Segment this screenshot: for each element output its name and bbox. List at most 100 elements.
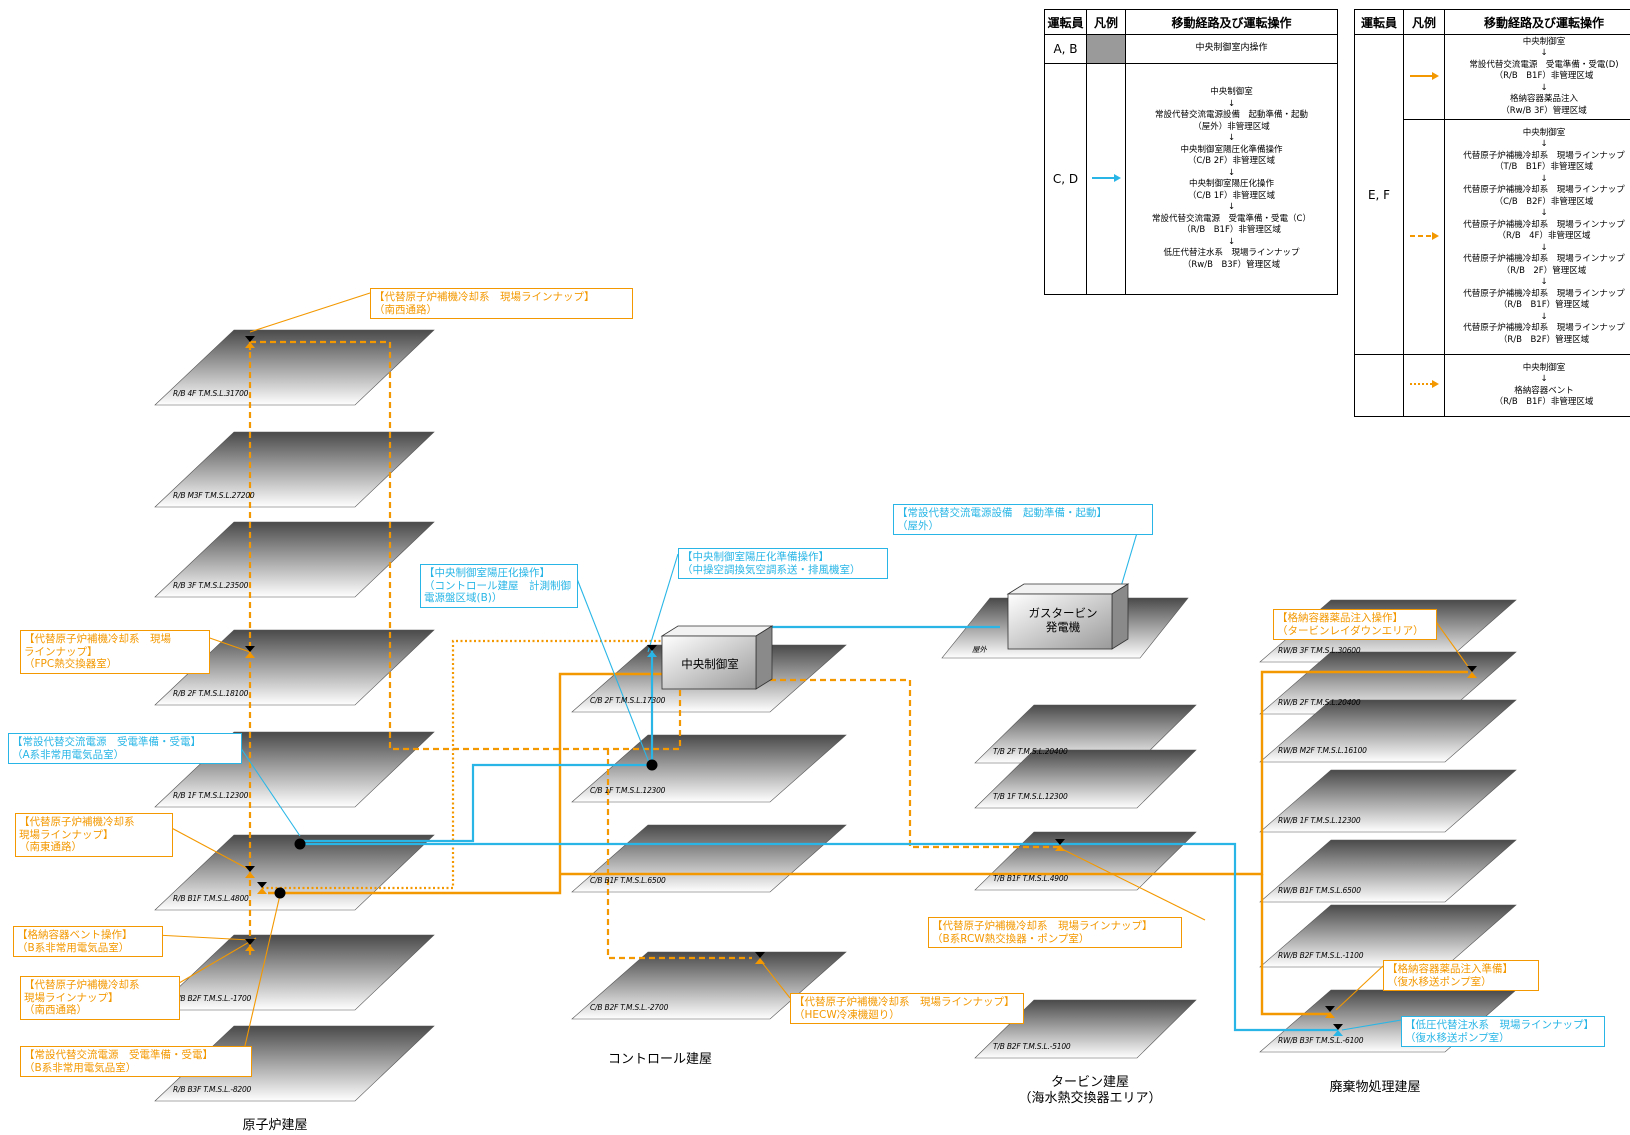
gas-turbine-label: ガスタービン 発電機 [1028,606,1098,634]
legend-arrow-blue-solid [1086,63,1126,295]
control-floor-2-label: C/B B1F T.M.S.L.6500 [590,876,666,885]
control-floor-2 [571,824,847,893]
route-ef2-tb [700,678,1060,849]
op-marker-rwb3f-2 [1333,1024,1343,1036]
reactor-floor-6 [154,934,435,1011]
route-ef1-waste-down [1260,874,1330,1016]
op-marker-cbb2f [755,952,765,964]
leader-c1 [249,292,371,333]
operator-ab: A, B [1044,34,1087,64]
callout-vent-b-electrical: 【格納容器ベント操作】 （B系非常用電気品室） [13,926,163,957]
waste-floor-5-label: RW/B B2F T.M.S.L.-1100 [1278,951,1364,960]
reactor-floor-4-label: R/B 1F T.M.S.L.12300 [173,791,249,800]
route-ef1-waste-up [560,670,1468,876]
callout-pressurization-prep: 【中央制御室陽圧化準備操作】 （中操空調換気空調系送・排風機室） [678,548,888,579]
reactor-floor-3-label: R/B 2F T.M.S.L.18100 [173,689,249,698]
op-marker-rb4f [245,336,255,348]
reactor-floor-6-label: R/B B2F T.M.S.L.-1700 [173,994,252,1003]
legend-arrow-orange-solid [1403,34,1445,120]
control-floor-3 [571,951,847,1020]
callout-rbb2f-southwest: 【代替原子炉補機冷却系 現場ラインナップ】 （南西通路） [20,976,180,1020]
callout-a-electrical: 【常設代替交流電源 受電準備・受電】 （A系非常用電気品室） [8,733,242,764]
reactor-floor-2-label: R/B 3F T.M.S.L.23500 [173,581,249,590]
waste-floor-3 [1259,769,1517,833]
leader-c8 [571,565,651,766]
legend-table-left: 運転員 凡例 移動経路及び運転操作 A, B 中央制御室内操作 C, D 中央制… [1044,9,1338,295]
outdoor-label: 屋外 [972,645,987,654]
callout-rb2f-fpc: 【代替原子炉補機冷却系 現場 ラインナップ】 （FPC熱交換器室） [20,630,210,674]
reactor-floor-1-label: R/B M3F T.M.S.L.27200 [173,491,255,500]
callout-hecw: 【代替原子炉補機冷却系 現場ラインナップ】 （HECW冷凍機廻り） [790,993,1024,1024]
control-room-box [660,625,774,690]
leader-c11 [1059,847,1206,921]
gas-turbine-box [1006,583,1130,650]
reactor-floor-5 [154,834,435,911]
callout-rb4f-southwest: 【代替原子炉補機冷却系 現場ラインナップ】 （南西通路） [370,288,633,319]
legend-swatch-gray [1086,34,1126,64]
building-reactor: 原子炉建屋 [242,1118,308,1133]
op-dot-rbb1f-a [294,838,306,850]
turbine-floor-1 [974,749,1197,809]
callout-pressurization: 【中央制御室陽圧化操作】 （コントロール建屋 計測制御 電源盤区域(B)） [420,564,578,608]
legend-table-right: 運転員 凡例 移動経路及び運転操作 E, F 中央制御室 ↓ 常設代替交流電源 … [1354,9,1630,417]
op-marker-rbb2f [245,939,255,951]
legend-arrow-orange-dotted [1403,354,1445,417]
leader-c4 [165,824,251,871]
waste-floor-2-label: RW/B M2F T.M.S.L.16100 [1278,746,1367,755]
reactor-floor-0 [154,329,435,406]
control-floor-1 [571,734,847,803]
turbine-floor-0-label: T/B 2F T.M.S.L.20400 [993,747,1068,756]
route-ef2-cb [606,749,752,960]
building-turbine: タービン建屋 （海水熱交換器エリア） [1018,1075,1162,1106]
control-floor-3-label: C/B B2F T.M.S.L.-2700 [590,1003,669,1012]
op-marker-rbb1f-1 [245,866,255,878]
leader-c9 [647,553,679,653]
waste-floor-6-label: RW/B B3F T.M.S.L.-6100 [1278,1036,1364,1045]
route-ops-ef-3: 中央制御室 ↓ 格納容器ベント （R/B B1F）非管理区域 [1444,354,1630,417]
route-ops-ef-2: 中央制御室 ↓ 代替原子炉補機冷却系 現場ラインナップ （T/B B1F）非管理… [1444,119,1630,355]
reactor-floor-5-label: R/B B1F T.M.S.L.4800 [173,894,249,903]
op-marker-tbb1f [1055,839,1065,851]
callout-gas-turbine-start: 【常設代替交流電源設備 起動準備・起動】 （屋外） [893,504,1153,535]
leader-c14 [1335,965,1384,1011]
waste-floor-4-label: RW/B B1F T.M.S.L.6500 [1278,886,1361,895]
reactor-floor-2 [154,521,435,598]
callout-b-electrical: 【常設代替交流電源 受電準備・受電】 （B系非常用電気品室） [20,1046,252,1077]
route-ef1-rb-cb [268,672,680,895]
reactor-floor-1 [154,431,435,508]
op-marker-rw3f [1467,666,1477,678]
turbine-floor-3-label: T/B B2F T.M.S.L.-5100 [993,1042,1071,1051]
header-legend: 凡例 [1086,9,1126,35]
control-room-label: 中央制御室 [681,657,739,671]
leader-c12 [759,959,791,999]
operator-ef: E, F [1354,34,1404,355]
route-ops-ef-1: 中央制御室 ↓ 常設代替交流電源 受電準備・受電(D) （R/B B1F）非管理… [1444,34,1630,120]
op-marker-rbb1f-2 [257,882,267,894]
route-cd-rb [300,763,652,843]
reactor-floor-0-label: R/B 4F T.M.S.L.31700 [173,389,249,398]
op-marker-cb2f [647,645,657,657]
reactor-floor-7-label: R/B B3F T.M.S.L.-8200 [173,1085,252,1094]
header-route: 移動経路及び運転操作 [1444,9,1630,35]
route-ops-ab: 中央制御室内操作 [1125,34,1338,64]
route-lines [155,292,1473,1051]
waste-floor-4 [1259,839,1517,903]
operator-cd: C, D [1044,63,1087,295]
waste-floor-2 [1259,699,1517,763]
route-ops-cd: 中央制御室 ↓ 常設代替交流電源設備 起動準備・起動 （屋外）非管理区域 ↓ 中… [1125,63,1338,295]
building-control: コントロール建屋 [607,1052,712,1067]
turbine-floor-2-label: T/B B1F T.M.S.L.4900 [993,874,1068,883]
building-waste: 廃棄物処理建屋 [1329,1080,1421,1095]
operator-ef-cont [1354,354,1404,417]
control-floor-1-label: C/B 1F T.M.S.L.12300 [590,786,666,795]
waste-floor-3-label: RW/B 1F T.M.S.L.12300 [1278,816,1361,825]
op-marker-rwb3f-1 [1325,1006,1335,1018]
leader-c7 [243,894,281,1051]
turbine-floor-1-label: T/B 1F T.M.S.L.12300 [993,792,1068,801]
leader-c15 [1341,1019,1402,1031]
route-cd-rw [300,842,1338,1032]
leader-c6 [173,937,257,987]
callout-rcw-pump-room: 【代替原子炉補機冷却系 現場ラインナップ】 （B系RCW熱交換器・ポンプ室） [928,917,1182,948]
control-floor-0-label: C/B 2F T.M.S.L.17300 [590,696,666,705]
op-marker-rb2f [245,646,255,658]
